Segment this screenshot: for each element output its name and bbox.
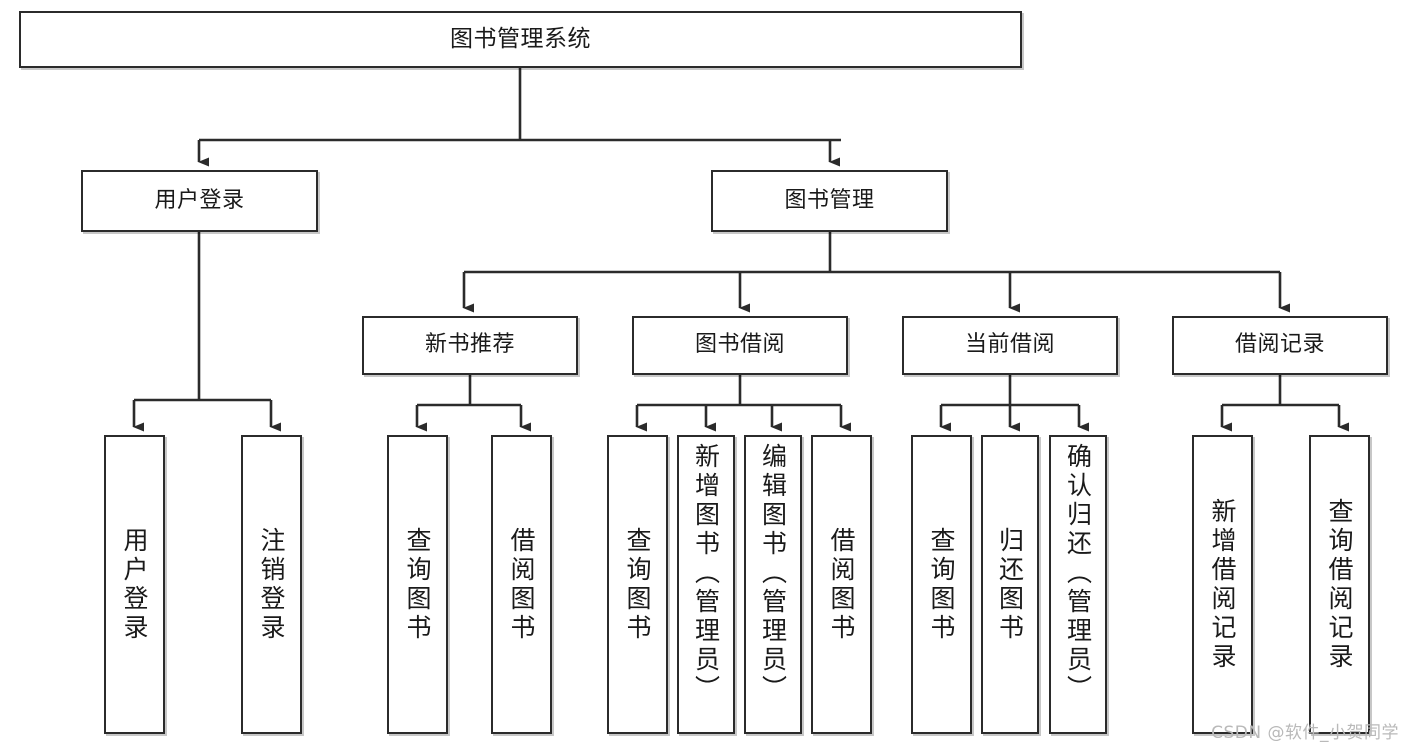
node-book-management[interactable]: 图书管理	[711, 170, 948, 232]
node-book-borrow[interactable]: 图书借阅	[632, 316, 848, 375]
node-user-login[interactable]: 用户登录	[81, 170, 318, 232]
node-leaf-query-record[interactable]: 查询借阅记录	[1309, 435, 1370, 734]
node-root-label: 图书管理系统	[450, 25, 591, 52]
node-borrow-record[interactable]: 借阅记录	[1172, 316, 1388, 375]
node-leaf-query-book-3-label: 查询图书	[927, 526, 956, 643]
node-leaf-query-book-2[interactable]: 查询图书	[607, 435, 668, 734]
node-leaf-query-book-3[interactable]: 查询图书	[911, 435, 972, 734]
node-leaf-query-record-label: 查询借阅记录	[1325, 497, 1354, 672]
watermark: CSDN @软件_小贺同学	[1211, 723, 1399, 743]
node-book-management-label: 图书管理	[784, 187, 875, 213]
node-leaf-logout[interactable]: 注销登录	[241, 435, 302, 734]
node-leaf-add-record-label: 新增借阅记录	[1208, 497, 1237, 672]
node-leaf-borrow-book-1[interactable]: 借阅图书	[491, 435, 552, 734]
node-leaf-confirm-return[interactable]: 确认归还（管理员）	[1049, 435, 1107, 734]
node-current-borrow[interactable]: 当前借阅	[902, 316, 1118, 375]
node-leaf-query-book-1-label: 查询图书	[403, 526, 432, 643]
node-user-login-label: 用户登录	[154, 187, 245, 213]
node-leaf-borrow-book-1-label: 借阅图书	[507, 526, 536, 643]
node-leaf-add-book-label: 新增图书（管理员）	[691, 443, 721, 704]
node-leaf-query-book-2-label: 查询图书	[623, 526, 652, 643]
node-borrow-record-label: 借阅记录	[1234, 332, 1325, 358]
node-leaf-return-book[interactable]: 归还图书	[981, 435, 1039, 734]
node-new-book-recommend[interactable]: 新书推荐	[362, 316, 578, 375]
node-leaf-confirm-return-label: 确认归还（管理员）	[1063, 443, 1093, 704]
node-new-book-recommend-label: 新书推荐	[424, 332, 515, 358]
node-leaf-add-record[interactable]: 新增借阅记录	[1192, 435, 1253, 734]
node-leaf-borrow-book-2-label: 借阅图书	[827, 526, 856, 643]
node-root[interactable]: 图书管理系统	[19, 11, 1022, 68]
node-leaf-user-login[interactable]: 用户登录	[104, 435, 165, 734]
node-leaf-edit-book[interactable]: 编辑图书（管理员）	[744, 435, 802, 734]
node-leaf-edit-book-label: 编辑图书（管理员）	[758, 443, 788, 704]
node-leaf-user-login-label: 用户登录	[120, 526, 149, 643]
node-book-borrow-label: 图书借阅	[694, 332, 785, 358]
node-leaf-borrow-book-2[interactable]: 借阅图书	[811, 435, 872, 734]
node-current-borrow-label: 当前借阅	[964, 332, 1055, 358]
node-leaf-logout-label: 注销登录	[257, 526, 286, 643]
node-leaf-add-book[interactable]: 新增图书（管理员）	[677, 435, 735, 734]
node-leaf-query-book-1[interactable]: 查询图书	[387, 435, 448, 734]
node-leaf-return-book-label: 归还图书	[995, 526, 1025, 643]
